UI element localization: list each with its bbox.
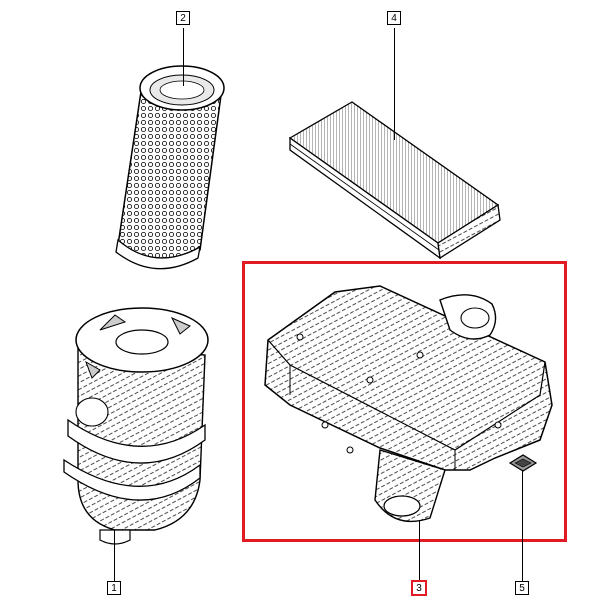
panel-filter-illustration [288,101,501,260]
selected-part-highlight [242,261,567,542]
callout-2[interactable]: 2 [176,11,190,25]
air-filter-box-illustration [264,285,553,523]
leader-line-5 [522,470,523,581]
cylindrical-filter-illustration [115,65,225,270]
callout-1[interactable]: 1 [107,581,121,595]
callout-5[interactable]: 5 [515,581,529,595]
clip-nut-illustration [508,454,538,472]
leader-line-3 [419,520,420,581]
callout-4[interactable]: 4 [387,11,401,25]
housing-assembly-illustration [63,307,209,545]
callout-3[interactable]: 3 [411,580,427,596]
leader-line-2 [183,28,184,86]
leader-line-1 [114,530,115,581]
leader-line-4 [394,28,395,140]
